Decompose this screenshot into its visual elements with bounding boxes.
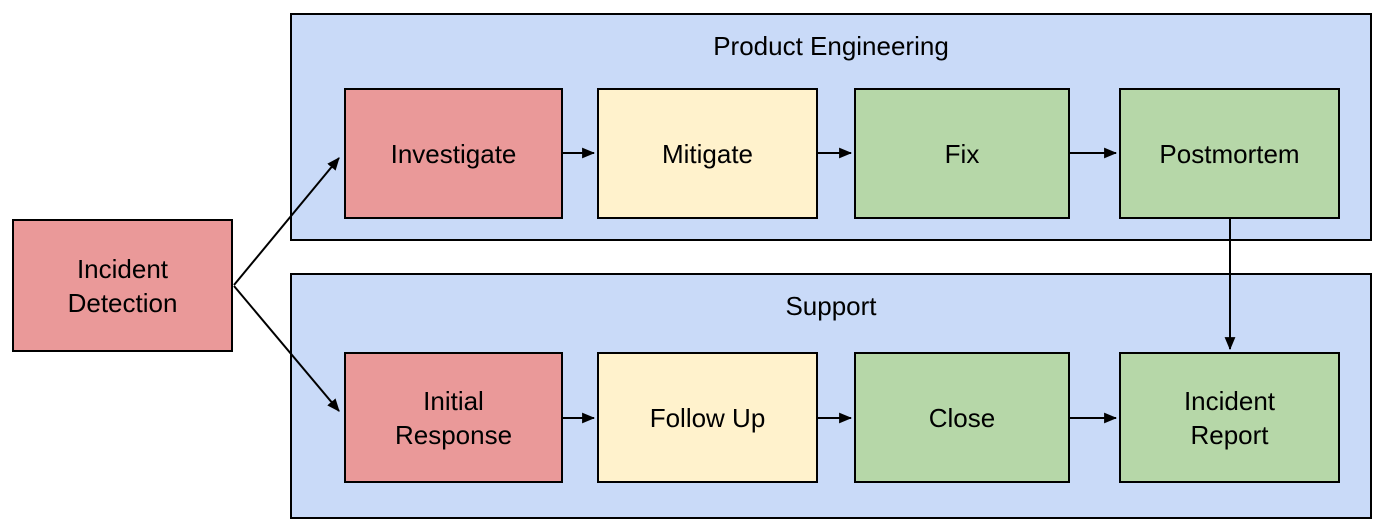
node-incident-report: Incident Report [1119, 352, 1340, 483]
node-follow-up: Follow Up [597, 352, 818, 483]
node-postmortem: Postmortem [1119, 88, 1340, 219]
node-incident-detection: Incident Detection [12, 219, 233, 352]
lane-title-support: Support [785, 291, 877, 321]
lane-title-product-engineering: Product Engineering [713, 31, 949, 61]
node-mitigate: Mitigate [597, 88, 818, 219]
node-initial-response: Initial Response [344, 352, 563, 483]
node-fix: Fix [854, 88, 1070, 219]
node-close: Close [854, 352, 1070, 483]
node-investigate: Investigate [344, 88, 563, 219]
